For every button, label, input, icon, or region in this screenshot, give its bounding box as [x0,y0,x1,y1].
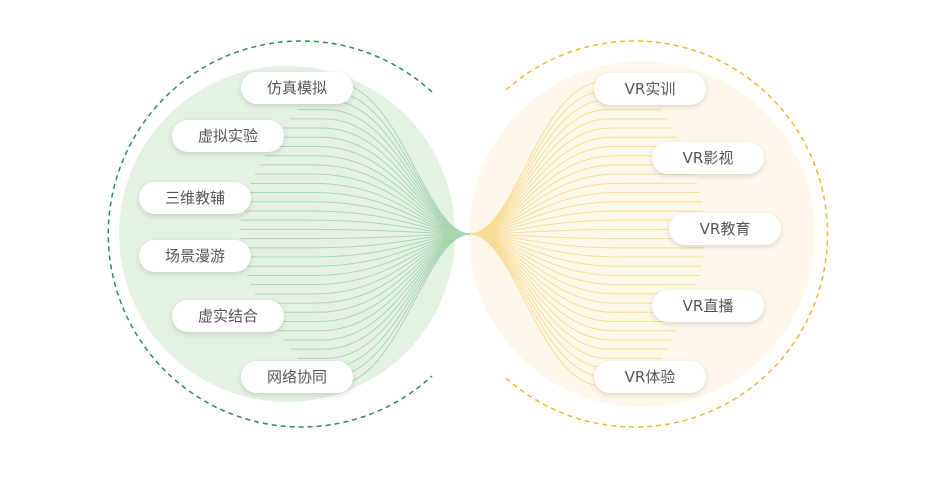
right-line-bundle [469,81,705,387]
left-item-virtual-experiment[interactable]: 虚拟实验 [172,120,284,152]
left-line-bundle [240,81,471,387]
left-circle [119,66,455,402]
left-item-simulation[interactable]: 仿真模拟 [241,72,353,104]
right-dashed-ring [505,40,829,428]
right-connector-line [469,81,645,235]
right-item-vr-training[interactable]: VR实训 [594,73,706,105]
right-connector-line [469,233,645,387]
left-item-network-collaboration[interactable]: 网络协同 [241,361,353,393]
left-item-virtual-real-combination[interactable]: 虚实结合 [172,300,284,332]
left-item-3d-teaching-aid[interactable]: 三维教辅 [139,182,251,214]
right-item-vr-film[interactable]: VR影视 [652,142,764,174]
right-connector-line [469,201,702,235]
left-connector-line [240,233,471,240]
left-dashed-ring [107,40,433,428]
right-item-vr-experience[interactable]: VR体验 [594,361,706,393]
right-item-vr-education[interactable]: VR教育 [669,213,781,245]
left-item-scene-roaming[interactable]: 场景漫游 [139,240,251,272]
right-connector-line [469,233,705,240]
right-item-vr-live[interactable]: VR直播 [652,290,764,322]
